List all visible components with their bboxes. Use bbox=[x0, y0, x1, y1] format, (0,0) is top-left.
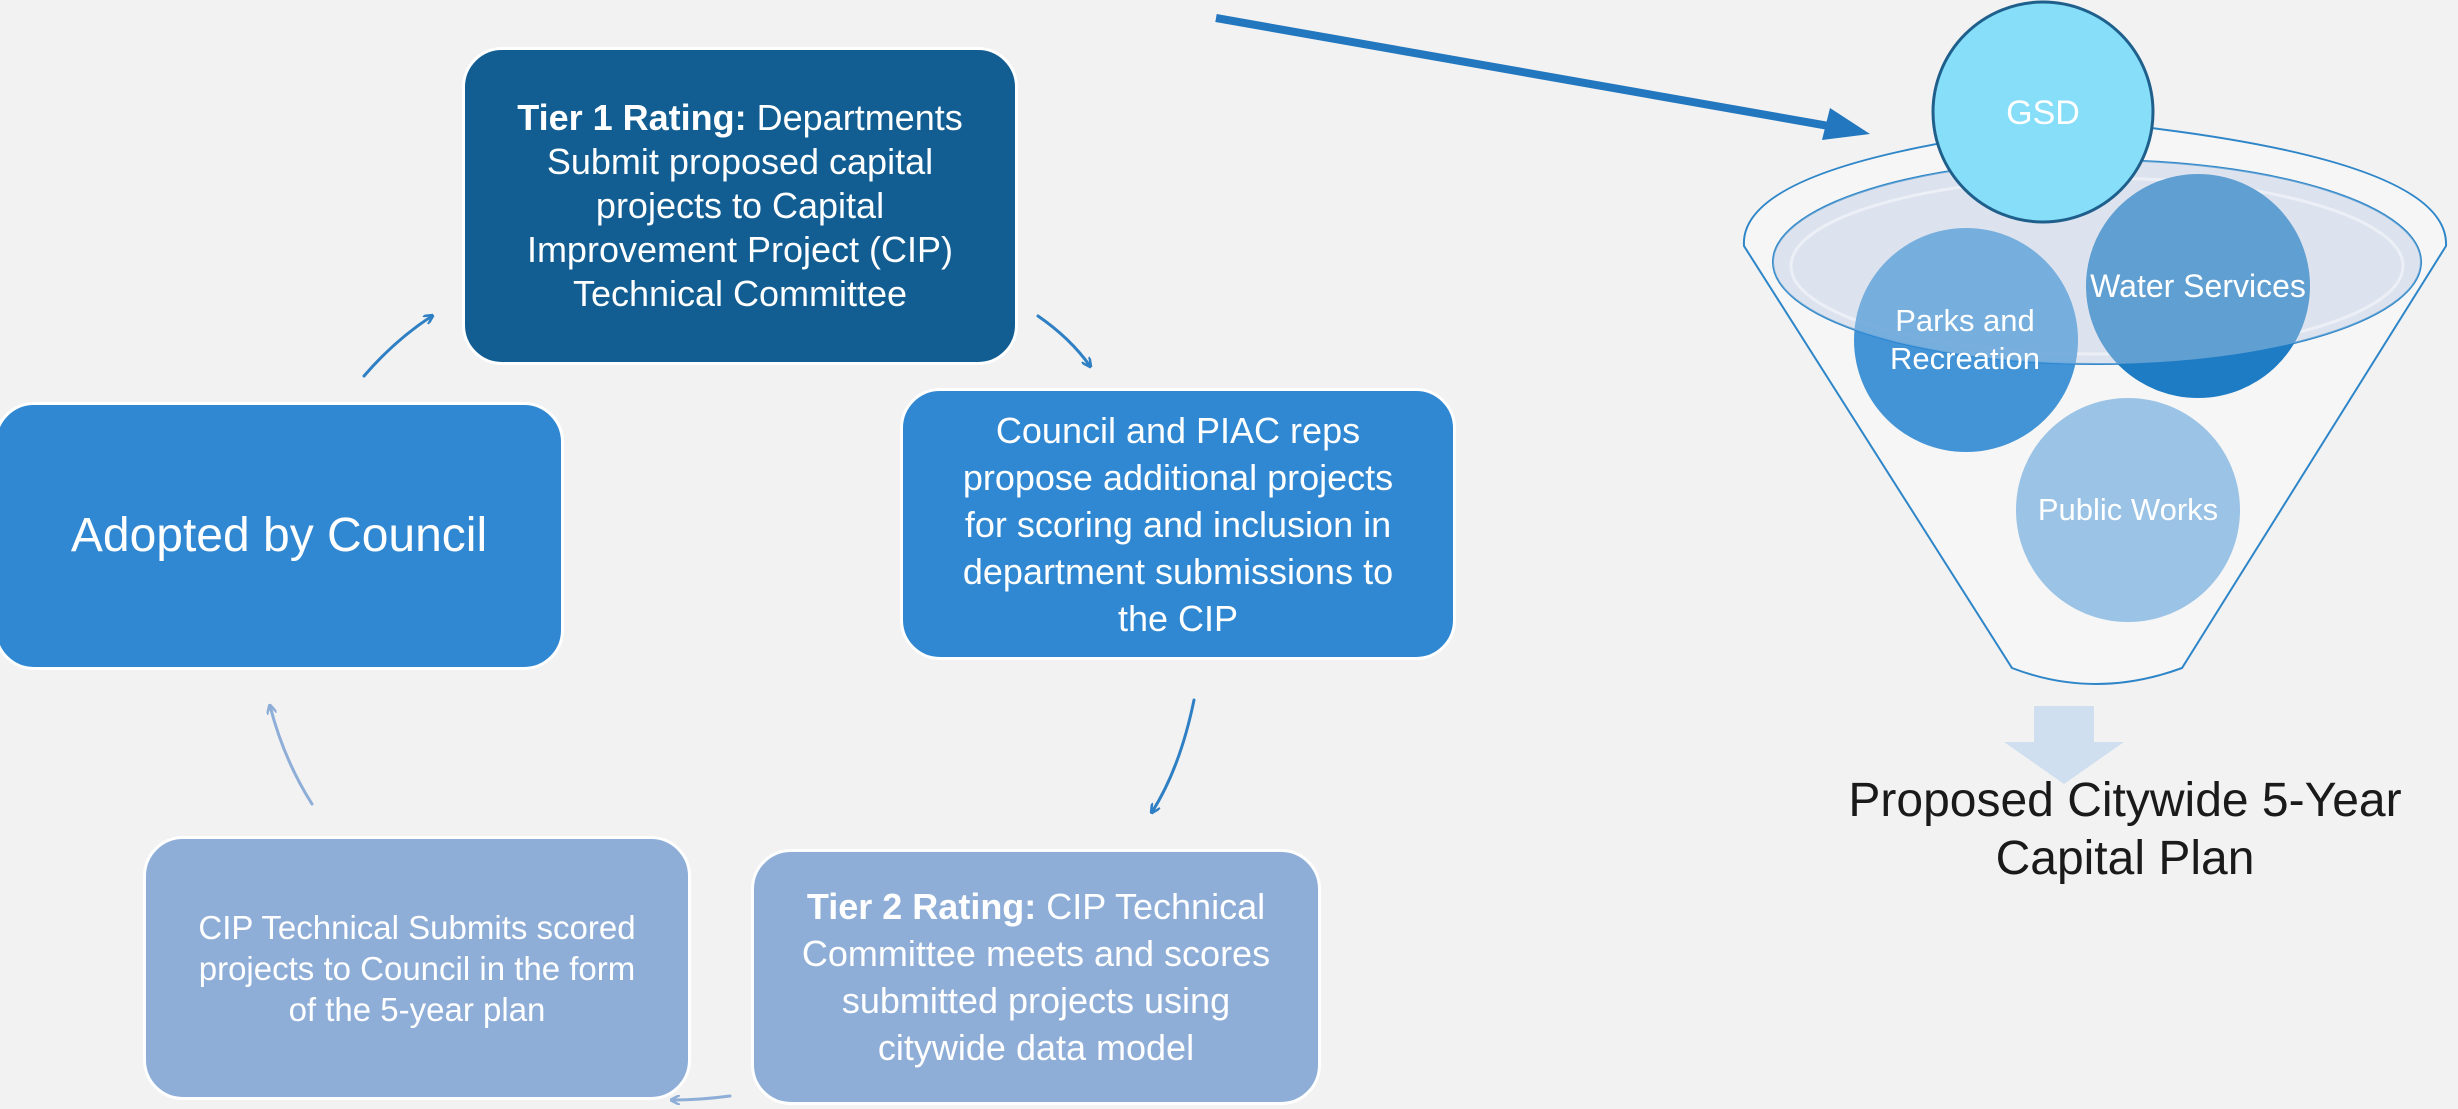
adopted-text: Adopted by Council bbox=[70, 509, 488, 562]
parks-recreation-label: Parks and Recreation bbox=[1890, 303, 2040, 376]
arrow-to-funnel bbox=[1215, 14, 1841, 132]
tier2-bold-label: Tier 2 Rating: bbox=[806, 886, 1037, 927]
water-services-label: Water Services bbox=[2090, 268, 2306, 304]
arrow-council-reps-to-tier2 bbox=[1152, 698, 1196, 812]
arrow-adopted-to-tier1 bbox=[362, 316, 432, 378]
arrow-tier2-to-cip-submits bbox=[672, 1094, 732, 1100]
tier1-text: Tier 1 Rating: Departments Submit propos… bbox=[501, 96, 979, 316]
arrow-to-funnel-head bbox=[1822, 108, 1870, 140]
tier2-text: Tier 2 Rating: CIP Technical Committee m… bbox=[790, 883, 1282, 1071]
tier1-bold-label: Tier 1 Rating: bbox=[517, 97, 747, 138]
circle-public-works bbox=[2016, 398, 2240, 622]
cip-submits-text: CIP Technical Submits scored projects to… bbox=[198, 908, 636, 1028]
output-plan-label: Proposed Citywide 5-Year Capital Plan bbox=[1848, 774, 2402, 885]
tier2-rating-box: Tier 2 Rating: CIP Technical Committee m… bbox=[751, 849, 1321, 1105]
gsd-label: GSD bbox=[2006, 93, 2080, 132]
arrow-tier1-to-council-reps bbox=[1036, 314, 1090, 366]
output-down-arrow bbox=[2004, 706, 2124, 784]
council-reps-box: Council and PIAC reps propose additional… bbox=[900, 388, 1456, 660]
council-reps-text: Council and PIAC reps propose additional… bbox=[962, 409, 1394, 639]
tier1-rating-box: Tier 1 Rating: Departments Submit propos… bbox=[462, 47, 1018, 365]
arrow-cip-submits-to-adopted bbox=[270, 706, 314, 806]
adopted-by-council-box: Adopted by Council bbox=[0, 402, 564, 670]
tier2-description: CIP Technical Committee meets and scores… bbox=[801, 886, 1271, 1068]
circle-parks bbox=[1854, 228, 2078, 452]
circle-water bbox=[2086, 174, 2310, 398]
cip-submits-box: CIP Technical Submits scored projects to… bbox=[143, 836, 691, 1100]
funnel-rim-overlay bbox=[1773, 160, 2421, 364]
circle-gsd bbox=[1931, 0, 2155, 224]
tier1-description: Departments Submit proposed capital proj… bbox=[526, 97, 963, 314]
public-works-label: Public Works bbox=[2037, 492, 2219, 527]
